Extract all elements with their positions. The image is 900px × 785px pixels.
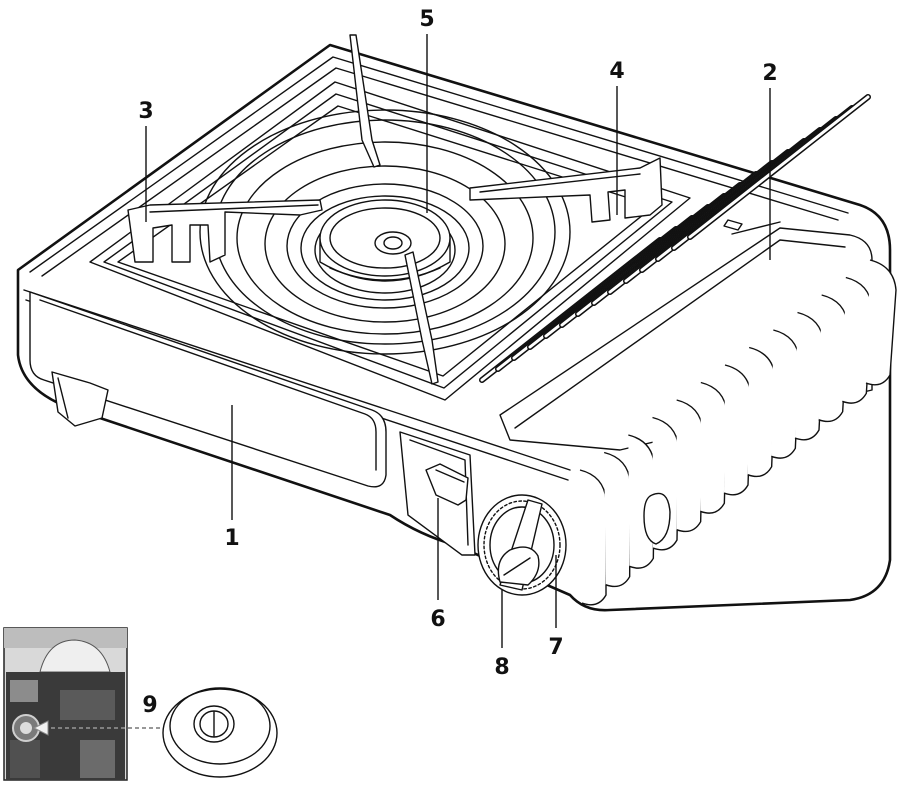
label-3: 3 [138, 99, 153, 124]
front-panel [29, 291, 387, 488]
vent-slots [479, 94, 871, 383]
label-1: 1 [224, 526, 239, 551]
grip-rib [865, 259, 897, 386]
grip-rib [771, 329, 801, 459]
leader-lines [145, 34, 771, 648]
part-labels: 5 3 4 2 1 6 7 8 9 [138, 7, 777, 718]
grip-rib [579, 469, 607, 606]
label-6: 6 [430, 607, 445, 632]
label-8: 8 [494, 655, 509, 680]
valve-detail [162, 687, 278, 778]
label-7: 7 [548, 635, 563, 660]
label-9: 9 [142, 693, 157, 718]
grip-rib [794, 311, 825, 441]
label-5: 5 [419, 7, 434, 32]
label-2: 2 [762, 61, 777, 86]
ribbed-grip [579, 259, 897, 606]
grip-rib [603, 451, 631, 588]
grip-rib [723, 364, 752, 496]
pot-supports [127, 34, 663, 385]
cartridge-lever [399, 431, 476, 556]
grip-rib [818, 294, 849, 423]
label-4: 4 [609, 59, 624, 84]
cooking-area [89, 81, 691, 401]
grip-emblem [643, 492, 671, 545]
inset-photo [3, 627, 160, 781]
grip-rib [700, 381, 728, 514]
vent-slot-inner [688, 95, 870, 239]
control-knob [477, 494, 567, 596]
grip-rib [747, 346, 776, 478]
grip-rib [676, 399, 704, 533]
left-foot [51, 371, 109, 427]
